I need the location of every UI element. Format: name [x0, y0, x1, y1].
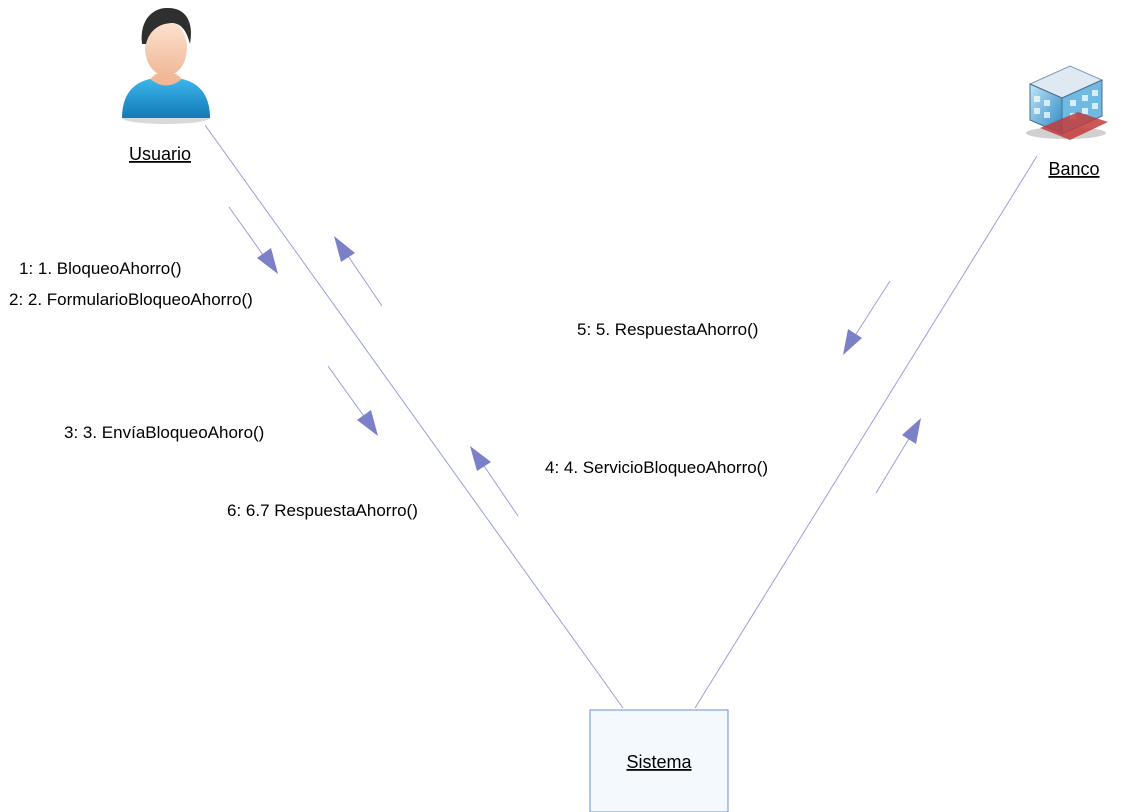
system-object-name: Sistema: [626, 752, 692, 772]
message-label-5: 5: 5. RespuestaAhorro(): [577, 320, 758, 339]
arrow-msg-1-2: [228, 206, 278, 274]
actor-banco-name: Banco: [1048, 159, 1099, 179]
bank-building-icon: [1026, 65, 1108, 140]
user-icon: [122, 7, 210, 124]
arrow-msg-6-upper: [334, 236, 383, 307]
message-label-4: 4: 4. ServicioBloqueoAhorro(): [545, 458, 768, 477]
system-object-box: [589, 709, 729, 812]
message-label-1: 1: 1. BloqueoAhorro(): [19, 259, 182, 278]
arrow-msg-3: [327, 365, 378, 436]
message-label-6: 6: 6.7 RespuestaAhorro(): [227, 501, 418, 520]
arrow-msg-6: [470, 446, 519, 517]
message-label-3: 3: 3. EnvíaBloqueoAhoro(): [64, 423, 264, 442]
link-banco-sistema: [694, 155, 1038, 709]
message-label-2: 2: 2. FormularioBloqueoAhorro(): [9, 290, 253, 309]
arrow-msg-5: [843, 280, 891, 355]
arrow-msg-4: [875, 418, 921, 494]
link-usuario-sistema: [204, 124, 624, 709]
actor-usuario-name: Usuario: [129, 144, 191, 164]
